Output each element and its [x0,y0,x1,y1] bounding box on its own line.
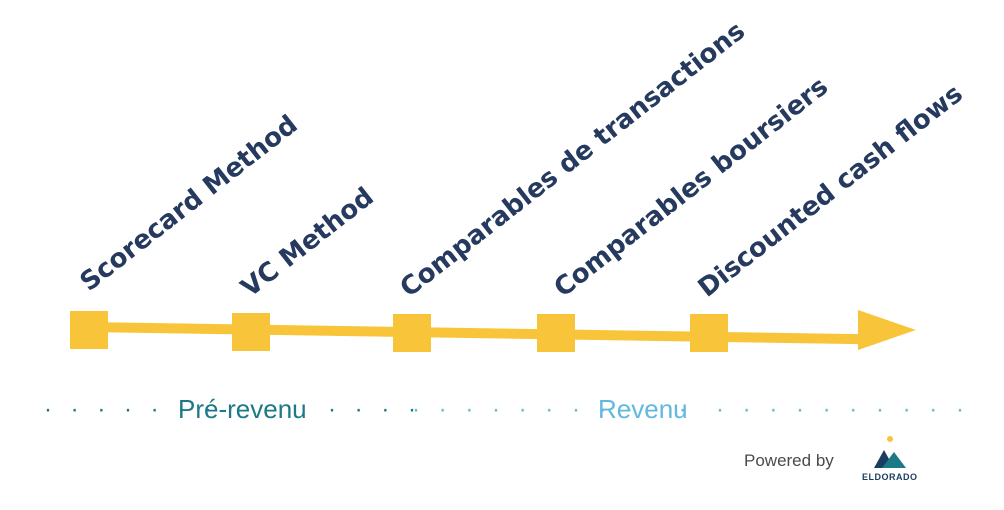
marker-dcf [690,314,728,352]
eldorado-logo-icon [874,436,906,468]
method-label-comparables-transactions: Comparables de transactions [394,16,751,304]
method-label-comparables-boursiers: Comparables boursiers [548,71,834,304]
phase-label-pre-revenue: Pré-revenu [178,394,307,424]
revenue-dots-right: · · · · · · · · · · [716,396,970,423]
revenue-dots-left: · · · · · · · · · · · [412,396,693,423]
method-label-vc: VC Method [235,181,380,304]
timeline-arrow-head [858,310,916,350]
method-label-dcf: Discounted cash flows [692,78,969,304]
timeline-line [84,322,875,345]
pre-revenue-dots-left: · · · · · · · [44,396,218,423]
powered-by-text: Powered by [744,451,834,470]
pre-revenue-dots-right: · · · · [328,396,422,423]
marker-vc [232,313,270,351]
phase-label-revenue: Revenu [598,394,688,424]
marker-scorecard [70,311,108,349]
marker-comparables-boursiers [537,314,575,352]
brand-name: ELDORADO [862,472,918,482]
marker-comparables-transactions [393,314,431,352]
